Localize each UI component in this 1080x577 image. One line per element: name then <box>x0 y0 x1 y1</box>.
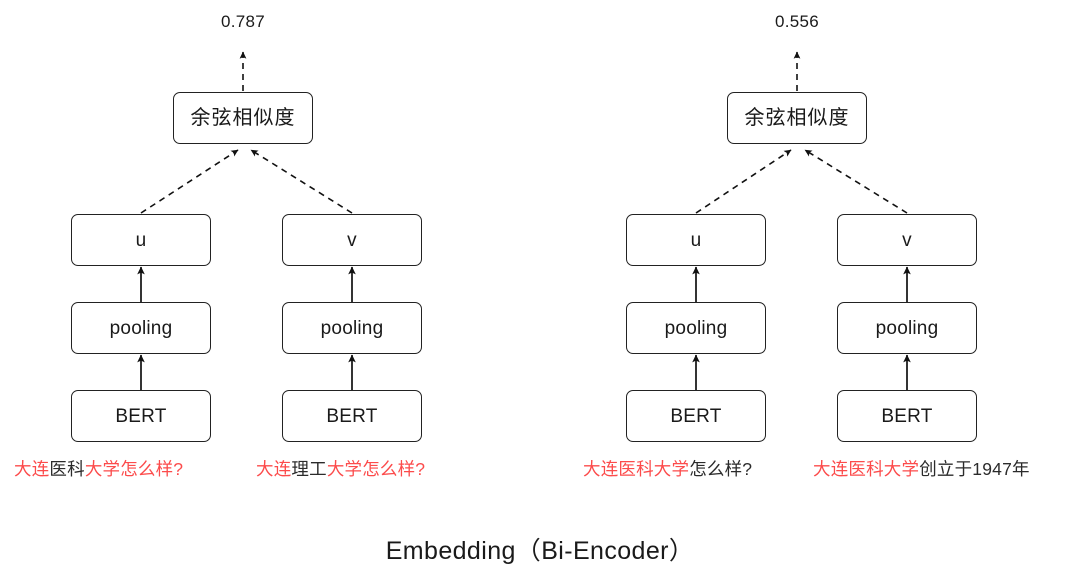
sentence-segment: 大连 <box>256 459 292 479</box>
vector-box-right-u: u <box>626 214 766 266</box>
sentence-segment: 创立于1947年 <box>919 459 1030 479</box>
pooling-box-right-u: pooling <box>626 302 766 354</box>
encoder-box-right-u: BERT <box>626 390 766 442</box>
pooling-box-right-v: pooling <box>837 302 977 354</box>
input-sentence-left-v: 大连理工大学怎么样? <box>256 459 426 479</box>
similarity-score-left: 0.787 <box>220 12 266 31</box>
sentence-segment: 大连医科大学 <box>813 459 920 479</box>
sentence-segment: 大连医科大学 <box>583 459 690 479</box>
vector-box-right-v: v <box>837 214 977 266</box>
input-sentence-left-u: 大连医科大学怎么样? <box>14 459 184 479</box>
vector-box-left-u: u <box>71 214 211 266</box>
sentence-segment: 大学怎么样? <box>326 459 426 479</box>
sentence-segment: 大学怎么样? <box>84 459 184 479</box>
sentence-segment: 医科 <box>49 459 85 479</box>
input-sentence-right-v: 大连医科大学创立于1947年 <box>813 459 1030 479</box>
encoder-box-left-v: BERT <box>282 390 422 442</box>
similarity-score-right: 0.556 <box>774 12 820 31</box>
sentence-segment: 理工 <box>291 459 327 479</box>
encoder-box-right-v: BERT <box>837 390 977 442</box>
input-sentence-right-u: 大连医科大学怎么样? <box>583 459 753 479</box>
pooling-box-left-v: pooling <box>282 302 422 354</box>
vector-box-left-v: v <box>282 214 422 266</box>
cosine-similarity-box-right: 余弦相似度 <box>727 92 867 144</box>
pooling-box-left-u: pooling <box>71 302 211 354</box>
diagram-caption: Embedding（Bi-Encoder） <box>385 537 695 565</box>
cosine-similarity-box-left: 余弦相似度 <box>173 92 313 144</box>
sentence-segment: 怎么样? <box>689 459 753 479</box>
sentence-segment: 大连 <box>14 459 50 479</box>
encoder-box-left-u: BERT <box>71 390 211 442</box>
